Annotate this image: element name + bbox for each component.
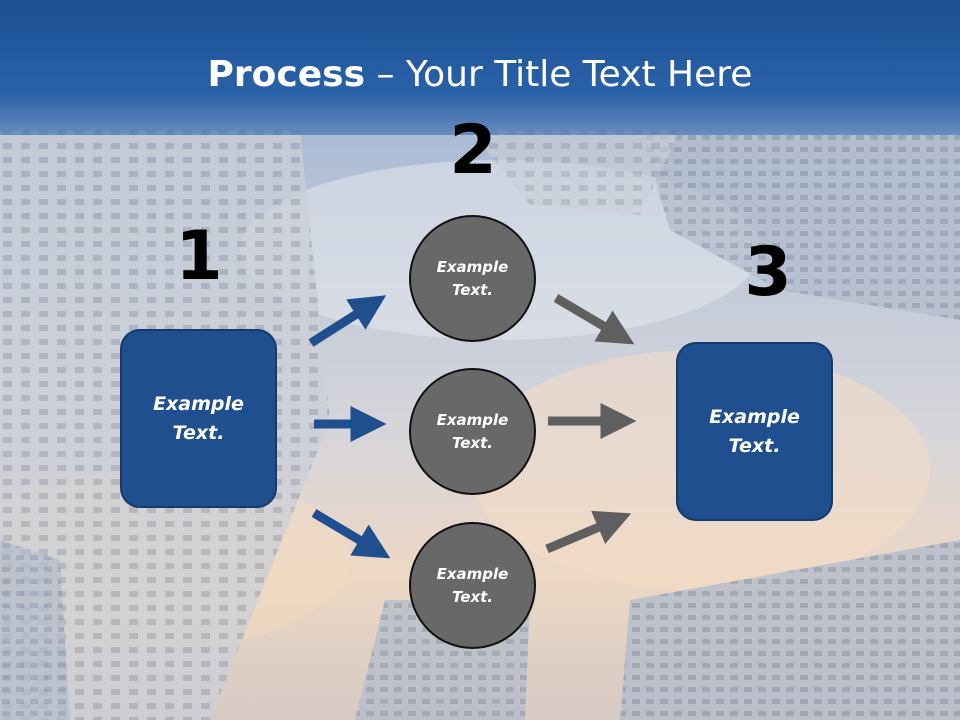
step-number-2: 2 [449, 111, 497, 190]
circle-top-text: Example Text. [436, 257, 509, 299]
arrow-left-to-top [308, 295, 387, 347]
circle-bottom-text: Example Text. [436, 564, 509, 606]
slide-title: Process – Your Title Text Here [0, 52, 960, 98]
slide-title-bold: Process [207, 54, 366, 95]
slide-title-rest: – Your Title Text Here [365, 54, 753, 95]
step-number-1: 1 [175, 217, 223, 296]
left-process-box: Example Text. [120, 329, 277, 508]
circle-top: Example Text. [409, 215, 536, 342]
arrow-top-to-right [553, 294, 635, 345]
circle-middle-text: Example Text. [436, 410, 509, 452]
circle-bottom: Example Text. [409, 522, 536, 649]
right-box-text: Example Text. [709, 405, 800, 457]
circle-middle: Example Text. [409, 368, 536, 495]
arrow-bottom-to-right [545, 510, 632, 554]
left-box-text: Example Text. [153, 392, 244, 444]
arrow-left-to-bottom [311, 509, 391, 559]
title-bar [0, 0, 960, 135]
right-process-box: Example Text. [676, 342, 833, 521]
step-number-3: 3 [744, 233, 792, 312]
